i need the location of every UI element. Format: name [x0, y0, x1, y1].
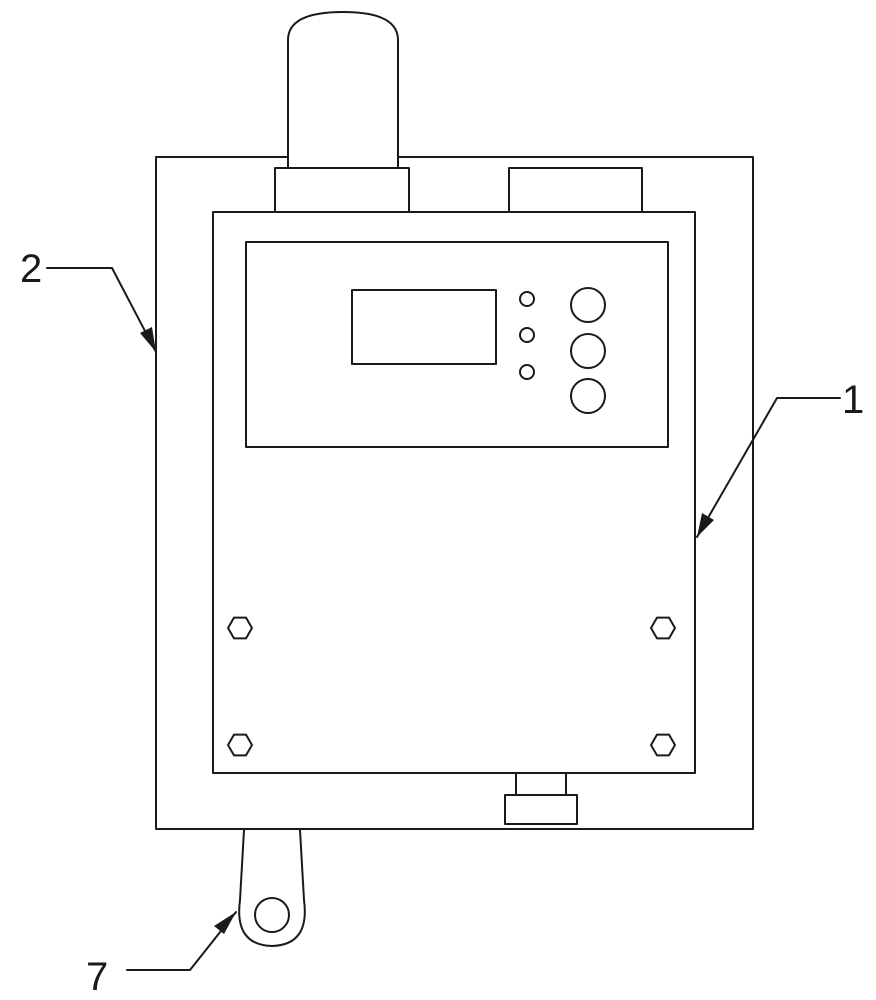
callout-7-label: 7 [86, 955, 108, 999]
antenna-collar [274, 167, 410, 213]
control-module-frame [245, 241, 669, 448]
bottom-connector-neck [515, 772, 567, 796]
indicator-light-2 [519, 327, 535, 343]
control-knob-3 [570, 378, 606, 414]
indicator-light-1 [519, 291, 535, 307]
bottom-connector [504, 772, 578, 825]
antenna-cap [287, 11, 399, 169]
hex-bolt-top-right [650, 616, 676, 640]
indicator-light-3 [519, 364, 535, 380]
callout-2-label: 2 [20, 247, 42, 291]
display-screen [351, 289, 497, 365]
mounting-lug-hole [254, 897, 290, 933]
control-module [245, 241, 669, 448]
front-panel [212, 211, 696, 774]
outer-housing [155, 156, 754, 830]
callout-2-leader [46, 267, 157, 353]
bottom-connector-body [504, 794, 578, 825]
callout-1-leader [696, 397, 841, 538]
callout-7-leader [126, 911, 237, 971]
callout-1-label: 1 [842, 378, 864, 422]
mounting-lug-body [238, 829, 306, 947]
mounting-lug [238, 829, 306, 947]
control-knob-1 [570, 287, 606, 323]
hex-bolt-top-left [227, 616, 253, 640]
top-connector-block [508, 167, 643, 213]
hex-bolt-bottom-left [227, 733, 253, 757]
control-knob-2 [570, 333, 606, 369]
top-antenna [274, 11, 410, 213]
hex-bolt-bottom-right [650, 733, 676, 757]
